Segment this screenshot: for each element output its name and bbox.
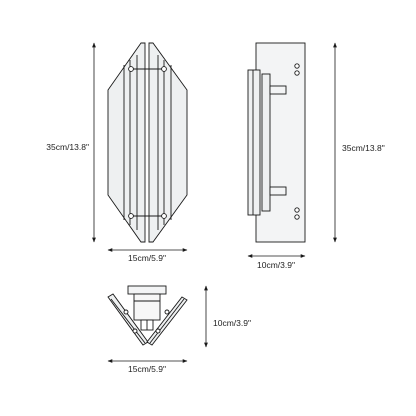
front-height-dimension: 35cm/13.8" (46, 42, 96, 243)
side-screw-hole (294, 207, 300, 213)
side-depth-label: 10cm/3.9" (257, 260, 295, 270)
top-base-block (133, 293, 161, 321)
side-screw-hole (294, 63, 300, 69)
side-glass-panel-inner (261, 73, 271, 212)
side-height-dimension: 35cm/13.8" (333, 42, 385, 243)
side-screw-hole (294, 214, 300, 220)
front-width-label: 15cm/5.9" (128, 253, 166, 263)
front-screw (128, 66, 134, 72)
front-screw (128, 213, 134, 219)
front-height-label: 35cm/13.8" (46, 142, 89, 152)
front-width-dimension: 15cm/5.9" (107, 248, 188, 263)
top-screw (132, 328, 138, 334)
front-right-glass-panel (148, 42, 188, 243)
side-view (247, 42, 306, 243)
top-depth-label: 10cm/3.9" (213, 318, 251, 328)
side-mount-arm (269, 186, 287, 196)
top-screw (155, 328, 161, 334)
front-screw (161, 213, 167, 219)
side-glass-panel (247, 69, 261, 216)
top-screw (164, 309, 170, 315)
front-left-glass-panel (107, 42, 146, 243)
top-screw (123, 309, 129, 315)
top-width-dimension: 15cm/5.9" (107, 359, 188, 374)
top-depth-dimension: 10cm/3.9" (204, 285, 251, 348)
front-screw (161, 66, 167, 72)
top-view (107, 285, 188, 346)
side-screw-hole (294, 70, 300, 76)
front-view (107, 42, 188, 243)
side-height-label: 35cm/13.8" (342, 143, 385, 153)
top-width-label: 15cm/5.9" (128, 364, 166, 374)
side-mount-arm (269, 85, 287, 95)
side-depth-dimension: 10cm/3.9" (247, 254, 306, 270)
top-wall-plate (127, 285, 167, 295)
